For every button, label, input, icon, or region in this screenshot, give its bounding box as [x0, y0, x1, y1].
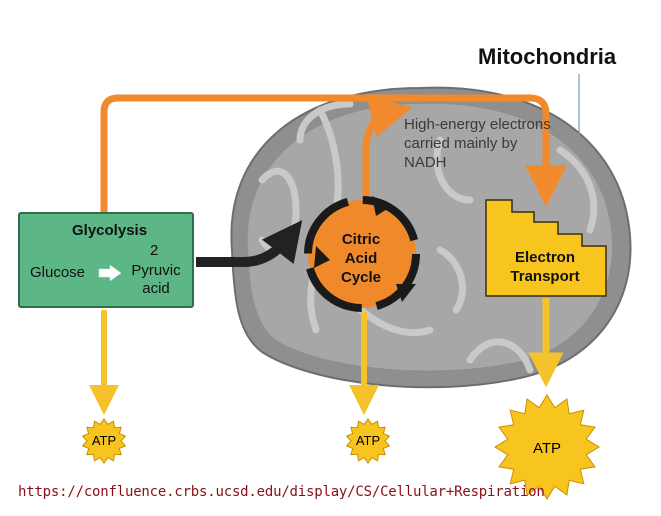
glycolysis-box: Glycolysis Glucose 2 Pyruvic acid: [18, 212, 194, 308]
atp-label-cycle: ATP: [355, 433, 381, 448]
atp-burst-cycle: [345, 418, 391, 464]
nadh-note: High-energy electrons carried mainly by …: [404, 116, 551, 171]
atp-burst-glycolysis: [81, 418, 127, 464]
atp-label-glycolysis: ATP: [91, 433, 117, 448]
glycolysis-title: Glycolysis: [72, 222, 148, 239]
citric-acid-cycle-label: Citric Acid Cycle: [340, 231, 382, 286]
orange-arrow-to-electron-transport: [100, 94, 567, 212]
source-url: https://confluence.crbs.ucsd.edu/display…: [18, 484, 545, 500]
atp-burst-electron-transport: [494, 394, 600, 500]
glucose-label: Glucose: [30, 264, 86, 281]
electron-transport-box: [485, 199, 607, 297]
pyruvic-count: 2: [150, 242, 159, 259]
citric-acid-cycle: [304, 196, 420, 312]
atp-label-electron-transport: ATP: [532, 440, 562, 457]
orange-arrow-nadh: [362, 96, 413, 198]
electron-transport-label: Electron Transport: [510, 249, 580, 285]
pyruvic-acid-label: Pyruvic acid: [131, 262, 181, 297]
diagram-title: Mitochondria: [478, 44, 617, 69]
pyruvate-arrow: [196, 220, 303, 267]
white-arrow-icon: [98, 264, 122, 282]
